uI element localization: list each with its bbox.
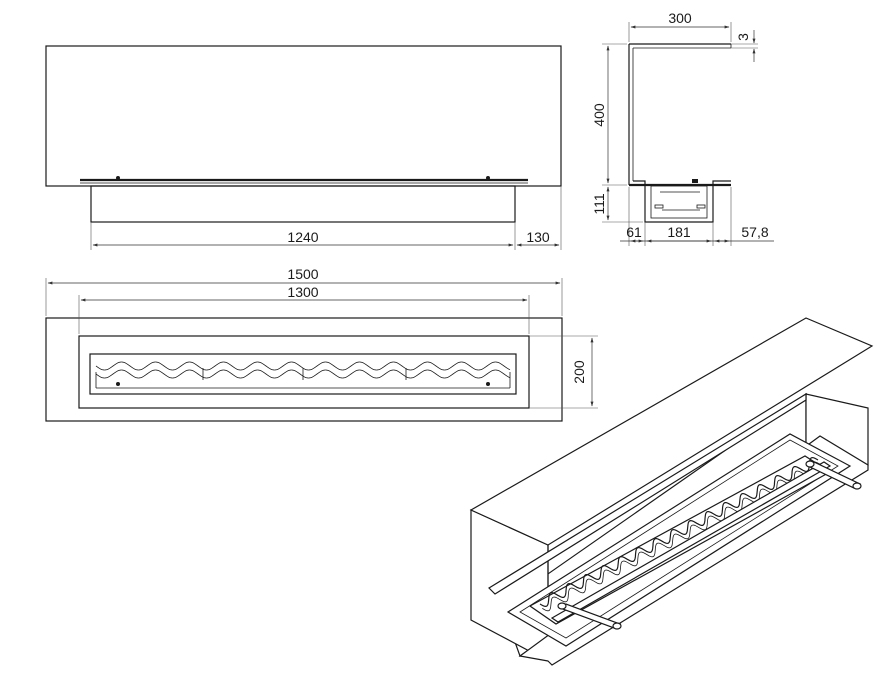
front-fix-screw-right xyxy=(486,176,490,180)
side-burner-slot-right xyxy=(696,204,706,209)
top-view: 1500 1300 200 xyxy=(45,266,598,422)
iso-inner-lip xyxy=(488,392,807,595)
top-fix-screw-right xyxy=(486,382,490,386)
front-fix-screw-left xyxy=(116,176,120,180)
front-burner-box xyxy=(90,185,516,223)
front-view: 1240 130 xyxy=(45,45,562,250)
front-glass-panel xyxy=(45,45,562,187)
dim-label-130: 130 xyxy=(526,229,550,245)
dim-label-3: 3 xyxy=(735,33,751,41)
iso-top-lid xyxy=(469,317,874,546)
dim-label-200: 200 xyxy=(571,360,587,384)
side-fix-block xyxy=(692,179,698,183)
dim-label-1240: 1240 xyxy=(287,229,318,245)
dim-label-300: 300 xyxy=(668,10,692,26)
iso-burner-rail xyxy=(550,461,832,623)
top-fix-screw-left xyxy=(116,382,120,386)
side-view: 300 3 400 111 61 181 57,8 xyxy=(591,10,774,246)
side-burner-slot-left xyxy=(654,204,664,209)
top-burner-tray xyxy=(89,353,517,395)
dim-label-111: 111 xyxy=(591,193,607,214)
dim-label-61: 61 xyxy=(626,224,642,240)
dim-label-400: 400 xyxy=(591,103,607,127)
iso-burner-wave xyxy=(539,456,819,608)
dim-label-57-8: 57,8 xyxy=(741,224,768,240)
iso-handle-back xyxy=(805,460,862,490)
side-burner-inner xyxy=(650,185,708,219)
dim-label-1300: 1300 xyxy=(287,284,318,300)
iso-handle-front xyxy=(557,602,622,630)
dim-label-1500: 1500 xyxy=(287,266,318,282)
top-outer-frame xyxy=(45,317,563,422)
iso-burner-tray-inner xyxy=(519,439,839,639)
side-burner-profile xyxy=(633,180,731,223)
top-opening xyxy=(78,335,530,409)
isometric-view xyxy=(469,317,874,666)
dim-label-181: 181 xyxy=(667,224,691,240)
